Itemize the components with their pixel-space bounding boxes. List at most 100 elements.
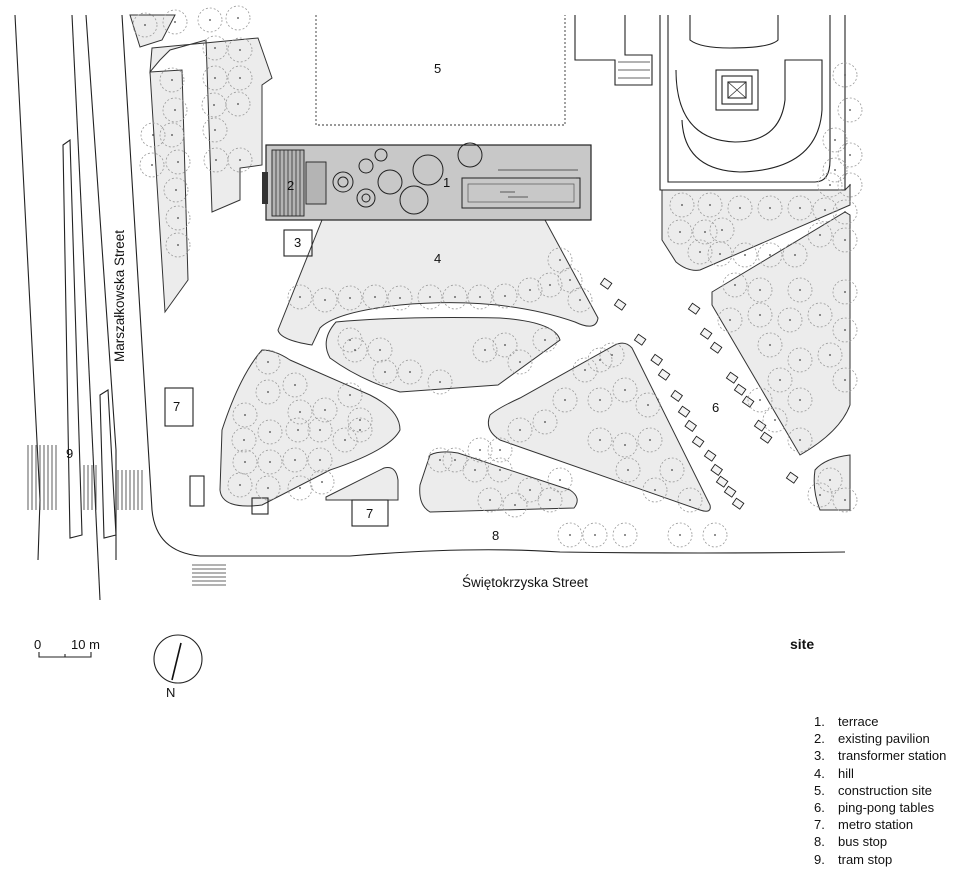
tree-trunk xyxy=(349,297,351,299)
tree-canopy xyxy=(442,284,468,310)
tree-trunk xyxy=(519,361,521,363)
transformer-station xyxy=(283,229,313,257)
tree-trunk xyxy=(671,469,673,471)
label-metro-south: 7 xyxy=(366,506,373,521)
tree-trunk xyxy=(579,299,581,301)
tree-trunk xyxy=(679,534,681,536)
tree-trunk xyxy=(454,296,456,298)
tree-canopy xyxy=(332,427,358,453)
tree-canopy xyxy=(837,142,863,168)
tree-canopy xyxy=(225,5,251,31)
legend-num: 3. xyxy=(814,748,825,764)
kiosk-small xyxy=(251,497,269,515)
green-east xyxy=(711,211,851,456)
tree-canopy xyxy=(337,382,363,408)
tree-trunk xyxy=(599,399,601,401)
tree-canopy xyxy=(572,357,598,383)
green-patch-nw xyxy=(129,14,176,48)
tree-canopy xyxy=(492,332,518,358)
tree-trunk xyxy=(654,489,656,491)
tree-trunk xyxy=(624,389,626,391)
tree-trunk xyxy=(819,314,821,316)
tree-trunk xyxy=(799,289,801,291)
kiosk xyxy=(189,475,205,507)
tree-canopy xyxy=(507,349,533,375)
tree-canopy xyxy=(472,337,498,363)
label-transformer: 3 xyxy=(294,235,301,250)
tree-canopy xyxy=(837,97,863,123)
tree-trunk xyxy=(171,134,173,136)
tree-canopy xyxy=(832,62,858,88)
tree-trunk xyxy=(844,379,846,381)
scale-ten-label: 10 m xyxy=(71,637,100,652)
tree-trunk xyxy=(689,499,691,501)
tree-trunk xyxy=(174,21,176,23)
scale-zero-label: 0 xyxy=(34,637,42,652)
tree-trunk xyxy=(409,371,411,373)
tree-canopy xyxy=(812,197,838,223)
tree-canopy xyxy=(397,359,423,385)
tree-trunk xyxy=(484,349,486,351)
metro-station-south xyxy=(351,499,389,527)
green-areas xyxy=(129,14,851,513)
tree-canopy xyxy=(667,522,693,548)
tree-trunk xyxy=(239,484,241,486)
tree-trunk xyxy=(564,399,566,401)
tree-trunk xyxy=(559,479,561,481)
tree-canopy xyxy=(342,337,368,363)
legend-num: 1. xyxy=(814,714,825,729)
label-pavilion: 2 xyxy=(287,178,294,193)
tree-canopy xyxy=(817,172,843,198)
tree-trunk xyxy=(359,429,361,431)
tree-canopy xyxy=(557,522,583,548)
tree-canopy xyxy=(557,267,583,293)
tree-canopy xyxy=(312,397,338,423)
tree-canopy xyxy=(757,195,783,221)
tree-trunk xyxy=(499,449,501,451)
tree-canopy xyxy=(287,475,313,501)
tree-trunk xyxy=(829,354,831,356)
tree-canopy xyxy=(427,369,453,395)
tree-trunk xyxy=(549,284,551,286)
tree-trunk xyxy=(474,469,476,471)
tree-canopy xyxy=(822,157,848,183)
tree-trunk xyxy=(374,296,376,298)
tree-trunk xyxy=(679,231,681,233)
hill-inner xyxy=(325,317,561,393)
tree-trunk xyxy=(384,371,386,373)
tree-trunk xyxy=(319,429,321,431)
tree-trunk xyxy=(175,189,177,191)
tree-trunk xyxy=(647,404,649,406)
tree-trunk xyxy=(319,459,321,461)
tree-canopy xyxy=(257,419,283,445)
tree-trunk xyxy=(177,161,179,163)
tree-canopy xyxy=(757,332,783,358)
tree-trunk xyxy=(759,289,761,291)
tree-trunk xyxy=(499,469,501,471)
tree-trunk xyxy=(237,103,239,105)
metro-station-west xyxy=(164,387,194,427)
tree-trunk xyxy=(267,487,269,489)
tree-canopy xyxy=(309,469,335,495)
tree-canopy xyxy=(285,417,311,443)
legend-item: 1.terrace xyxy=(814,713,946,730)
legend-num: 7. xyxy=(814,817,825,833)
tree-trunk xyxy=(599,439,601,441)
tree-canopy xyxy=(507,417,533,443)
tree-trunk xyxy=(299,487,301,489)
tree-trunk xyxy=(239,49,241,51)
tree-trunk xyxy=(214,47,216,49)
legend-num: 2. xyxy=(814,731,825,747)
tree-canopy xyxy=(667,219,693,245)
tree-canopy xyxy=(372,359,398,385)
tree-trunk xyxy=(849,109,851,111)
tree-canopy xyxy=(225,91,251,117)
map-labels: 1 2 3 4 5 6 7 7 8 9 Marszałkowska Street… xyxy=(66,61,719,590)
tree-canopy xyxy=(832,279,858,305)
tree-trunk xyxy=(177,244,179,246)
tree-canopy xyxy=(165,205,191,231)
legend-num: 8. xyxy=(814,834,825,850)
tree-canopy xyxy=(717,307,743,333)
tree-trunk xyxy=(799,359,801,361)
legend-label: ping-pong tables xyxy=(838,800,935,816)
